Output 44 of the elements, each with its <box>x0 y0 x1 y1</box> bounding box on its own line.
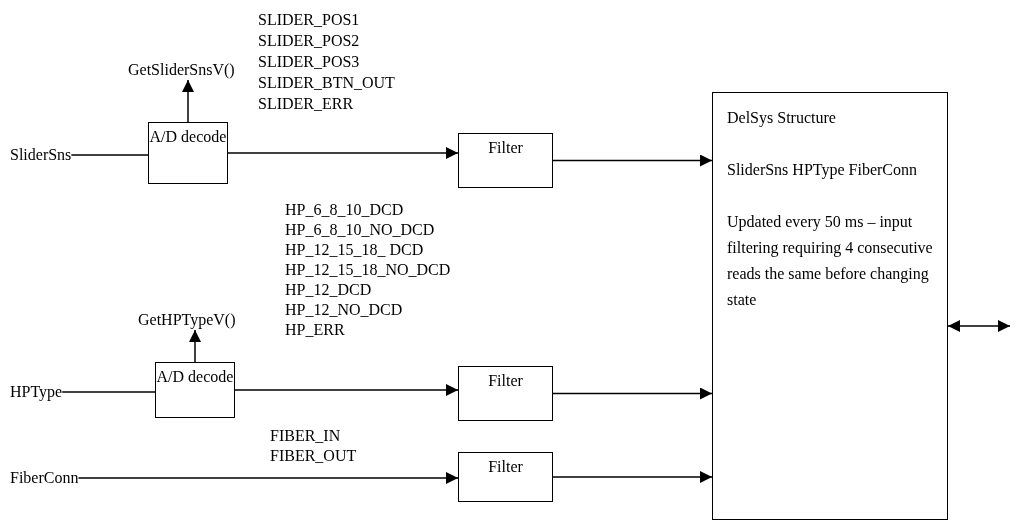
box-text: A/D decode <box>149 127 227 147</box>
function-label: GetSliderSnsV() <box>128 60 235 80</box>
signal-name: SLIDER_BTN_OUT <box>258 73 395 93</box>
signal-name: FIBER_OUT <box>270 446 357 466</box>
arrow <box>234 384 459 396</box>
arrow <box>77 472 459 484</box>
filter-box <box>458 366 553 421</box>
function-label: GetHPTypeV() <box>138 310 236 330</box>
arrow <box>552 154 713 167</box>
arrow <box>227 147 459 159</box>
input-label: HPType <box>10 382 63 402</box>
arrow <box>552 471 713 483</box>
signal-name: SLIDER_ERR <box>258 94 354 114</box>
box-text: A/D decode <box>156 367 234 387</box>
signal-name: HP_6_8_10_DCD <box>285 200 404 220</box>
box-text: Filter <box>487 457 524 477</box>
connector-line <box>70 154 149 156</box>
box-text: DelSys Structure <box>727 108 837 129</box>
box-text: SliderSns HPType FiberConn <box>727 160 918 181</box>
filter-box <box>458 452 553 502</box>
decoder-box <box>148 122 228 184</box>
signal-name: HP_6_8_10_NO_DCD <box>285 220 435 240</box>
arrow <box>182 79 194 123</box>
signal-name: SLIDER_POS1 <box>258 10 360 30</box>
arrow <box>189 329 201 363</box>
signal-name: FIBER_IN <box>270 426 341 446</box>
signal-name: HP_12_DCD <box>285 280 372 300</box>
signal-name: HP_12_15_18_NO_DCD <box>285 260 451 280</box>
signal-name: SLIDER_POS3 <box>258 52 360 72</box>
connector-line <box>61 391 156 393</box>
box-text: Filter <box>487 138 524 158</box>
box-text: Filter <box>487 371 524 391</box>
arrow <box>552 387 713 400</box>
input-label: FiberConn <box>10 468 79 488</box>
box-text: Updated every 50 ms – input filtering requiring 4 consecutive reads the same before changing state <box>727 212 933 310</box>
input-label: SliderSns <box>10 145 72 165</box>
signal-name: SLIDER_POS2 <box>258 31 360 51</box>
signal-name: HP_12_15_18_ DCD <box>285 240 424 260</box>
filter-box <box>458 133 553 188</box>
signal-name: HP_ERR <box>285 320 345 340</box>
arrow <box>947 320 1011 332</box>
structure-box <box>712 92 948 520</box>
decoder-box <box>155 362 235 418</box>
signal-name: HP_12_NO_DCD <box>285 300 403 320</box>
